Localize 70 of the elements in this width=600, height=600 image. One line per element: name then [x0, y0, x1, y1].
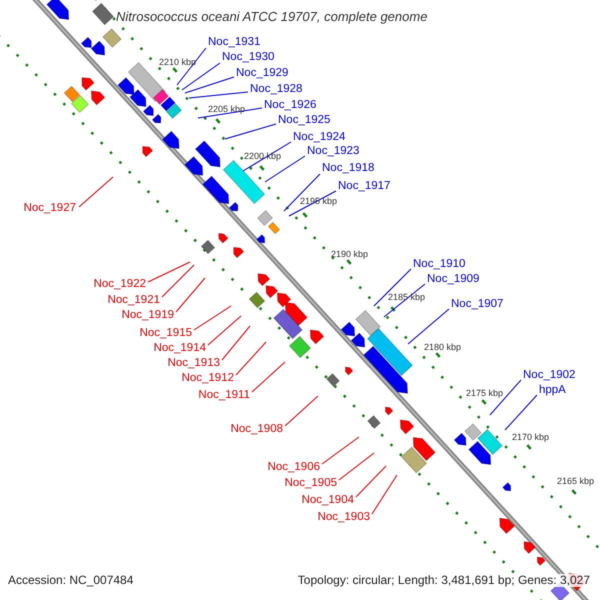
scale-label: 2170 kbp: [512, 432, 550, 442]
leader-line: [504, 394, 538, 430]
leader-line: [252, 362, 286, 392]
leader-line: [188, 92, 248, 98]
gene-label: Noc_1908: [230, 422, 283, 436]
scale-label: 2205 kbp: [208, 104, 246, 114]
gene-label: Noc_1903: [318, 510, 370, 524]
gene-label: Noc_1913: [168, 356, 220, 370]
leader-line: [288, 190, 336, 216]
genome-stats-text: Topology: circular; Length: 3,481,691 bp; Genes: 3,027: [298, 574, 590, 587]
scale-label: 2180 kbp: [424, 342, 462, 352]
gene-label: Noc_1922: [94, 278, 146, 290]
gene-label: Noc_1915: [140, 326, 192, 340]
leader-line: [224, 124, 276, 140]
leader-line: [148, 262, 190, 282]
leader-line: [176, 278, 206, 312]
leader-line: [208, 316, 242, 346]
gene-label: Noc_1931: [208, 36, 260, 48]
gene-label: Noc_1902: [523, 368, 576, 382]
leader-line: [176, 48, 206, 86]
leader-line: [236, 342, 266, 376]
gene-label: Noc_1925: [278, 114, 330, 126]
gene-label: Noc_1929: [236, 66, 288, 80]
gene-label: Noc_1910: [413, 258, 466, 270]
gene-label: Noc_1912: [182, 372, 234, 384]
accession-text: Accession: NC_007484: [8, 574, 134, 587]
leader-line: [242, 142, 292, 172]
leader-line: [374, 268, 412, 306]
leader-line: [284, 396, 318, 426]
leader-line: [78, 176, 114, 208]
gene-label: Noc_1906: [268, 460, 320, 474]
leader-line: [162, 264, 194, 298]
gene-label: Noc_1918: [322, 162, 374, 174]
leader-line: [322, 436, 360, 464]
gene-label: Noc_1919: [122, 308, 174, 322]
gene-label: Noc_1914: [154, 342, 206, 354]
scale-label: 2165 kbp: [557, 476, 594, 486]
leader-line: [490, 380, 522, 416]
leader-line: [284, 174, 320, 212]
leader-line: [182, 62, 220, 90]
gene-label: Noc_1926: [264, 98, 316, 112]
gene-label: Noc_1927: [24, 202, 76, 214]
gene-label: Noc_1928: [250, 82, 302, 96]
leader-line: [372, 474, 398, 514]
scale-label: 2175 kbp: [466, 388, 504, 398]
gene-label: Noc_1923: [307, 144, 360, 158]
leader-line: [264, 156, 306, 182]
gene-label: Noc_1905: [284, 476, 337, 490]
leader-line: [408, 308, 450, 344]
gene-label: hppA: [539, 384, 566, 396]
gene-label: Noc_1907: [451, 298, 504, 310]
gene-label: Noc_1904: [302, 494, 354, 506]
scale-label: 2200 kbp: [244, 151, 282, 161]
leader-line: [198, 108, 262, 118]
gene-label: Noc_1911: [198, 388, 250, 402]
leader-line: [222, 326, 250, 360]
leader-line: [356, 466, 386, 498]
gene-label: Noc_1930: [222, 50, 274, 64]
gene-label: Noc_1917: [338, 180, 390, 192]
leader-line: [184, 76, 234, 94]
leader-line: [384, 284, 426, 318]
gene-label: Noc_1921: [108, 294, 160, 306]
gene-label: Noc_1924: [293, 130, 346, 144]
gene-label: Noc_1909: [427, 272, 480, 286]
scale-label: 2185 kbp: [388, 292, 426, 302]
leader-line: [194, 306, 232, 330]
title: Nitrosococcus oceani ATCC 19707, complete genome: [116, 10, 428, 23]
leader-line: [338, 452, 374, 480]
scale-label: 2190 kbp: [331, 249, 368, 259]
scale-label: 2210 kbp: [159, 57, 196, 67]
